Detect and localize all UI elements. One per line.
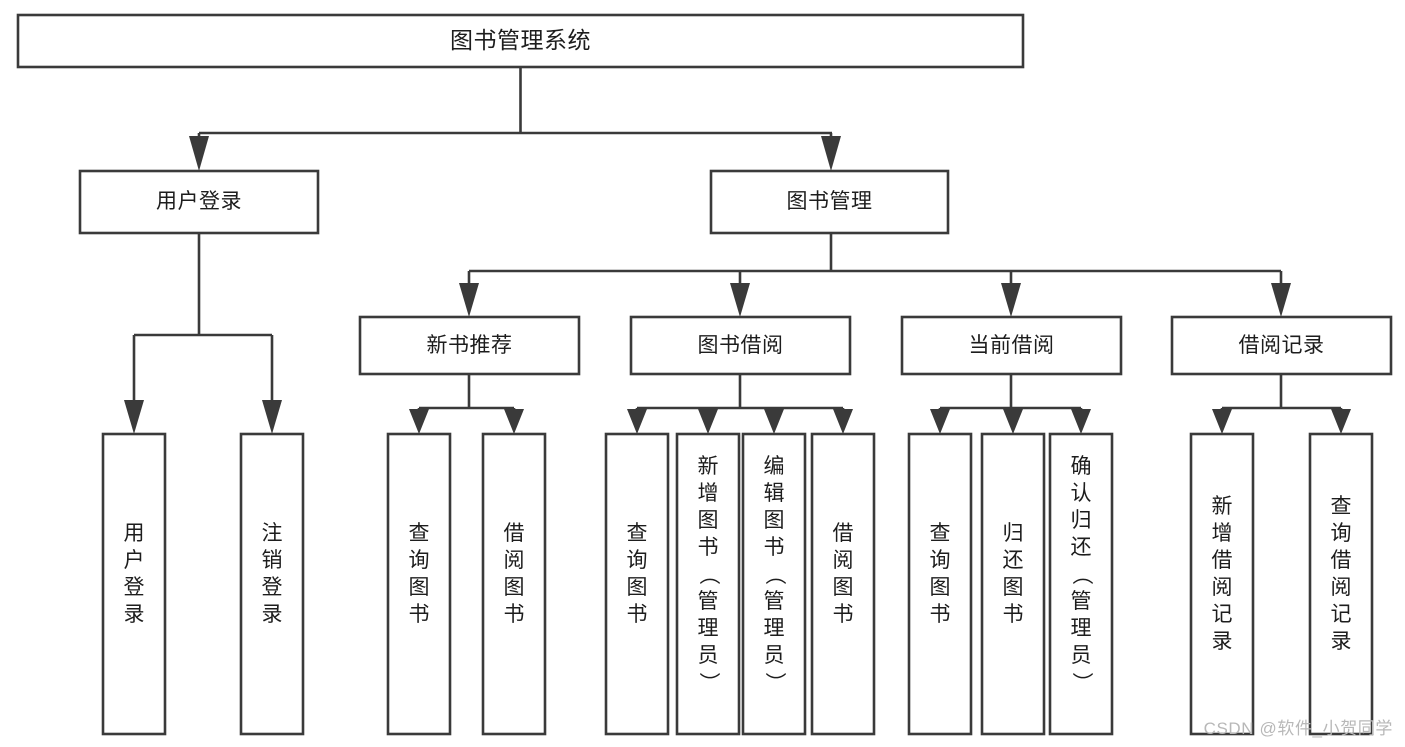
arrowhead-leaf-add-book [698, 409, 718, 434]
arrowhead-book-manage [821, 136, 841, 171]
node-box-leaf-edit-book[interactable] [741, 432, 807, 736]
node-box-root[interactable] [16, 13, 1025, 69]
node-box-new-book-recommend[interactable] [358, 315, 581, 376]
arrowhead-leaf-user-logout [262, 400, 282, 434]
node-box-current-borrow[interactable] [900, 315, 1123, 376]
node-box-user-login[interactable] [78, 169, 320, 235]
arrowhead-current-borrow [1001, 283, 1021, 317]
node-box-leaf-confirm-return[interactable] [1048, 432, 1114, 736]
watermark-text: CSDN @软件_小贺同学 [1203, 719, 1393, 738]
node-box-leaf-user-login[interactable] [101, 432, 167, 736]
arrowhead-leaf-query-book-rec [409, 409, 429, 434]
node-box-leaf-query-record[interactable] [1308, 432, 1374, 736]
arrowhead-new-book-recommend [459, 283, 479, 317]
arrowhead-user-login [189, 136, 209, 171]
arrowhead-leaf-edit-book [764, 409, 784, 434]
arrowhead-leaf-query-book-borrow [627, 409, 647, 434]
node-box-leaf-query-book-rec[interactable] [386, 432, 452, 736]
node-box-leaf-borrow-book[interactable] [810, 432, 876, 736]
node-box-leaf-query-book-cur[interactable] [907, 432, 973, 736]
arrowhead-book-borrow [730, 283, 750, 317]
node-box-leaf-borrow-book-rec[interactable] [481, 432, 547, 736]
node-box-leaf-add-book[interactable] [675, 432, 741, 736]
arrowhead-leaf-borrow-book [833, 409, 853, 434]
node-box-book-borrow[interactable] [629, 315, 852, 376]
arrowhead-leaf-query-record [1331, 409, 1351, 434]
arrowhead-leaf-confirm-return [1071, 409, 1091, 434]
node-box-leaf-add-record[interactable] [1189, 432, 1255, 736]
arrowhead-leaf-user-login [124, 400, 144, 434]
node-box-leaf-return-book[interactable] [980, 432, 1046, 736]
arrowhead-leaf-borrow-book-rec [504, 409, 524, 434]
arrowhead-leaf-query-book-cur [930, 409, 950, 434]
arrowhead-leaf-return-book [1003, 409, 1023, 434]
arrowhead-leaf-add-record [1212, 409, 1232, 434]
node-box-leaf-user-logout[interactable] [239, 432, 305, 736]
arrowhead-borrow-record [1271, 283, 1291, 317]
node-box-borrow-record[interactable] [1170, 315, 1393, 376]
node-box-book-manage[interactable] [709, 169, 950, 235]
node-box-leaf-query-book-borrow[interactable] [604, 432, 670, 736]
